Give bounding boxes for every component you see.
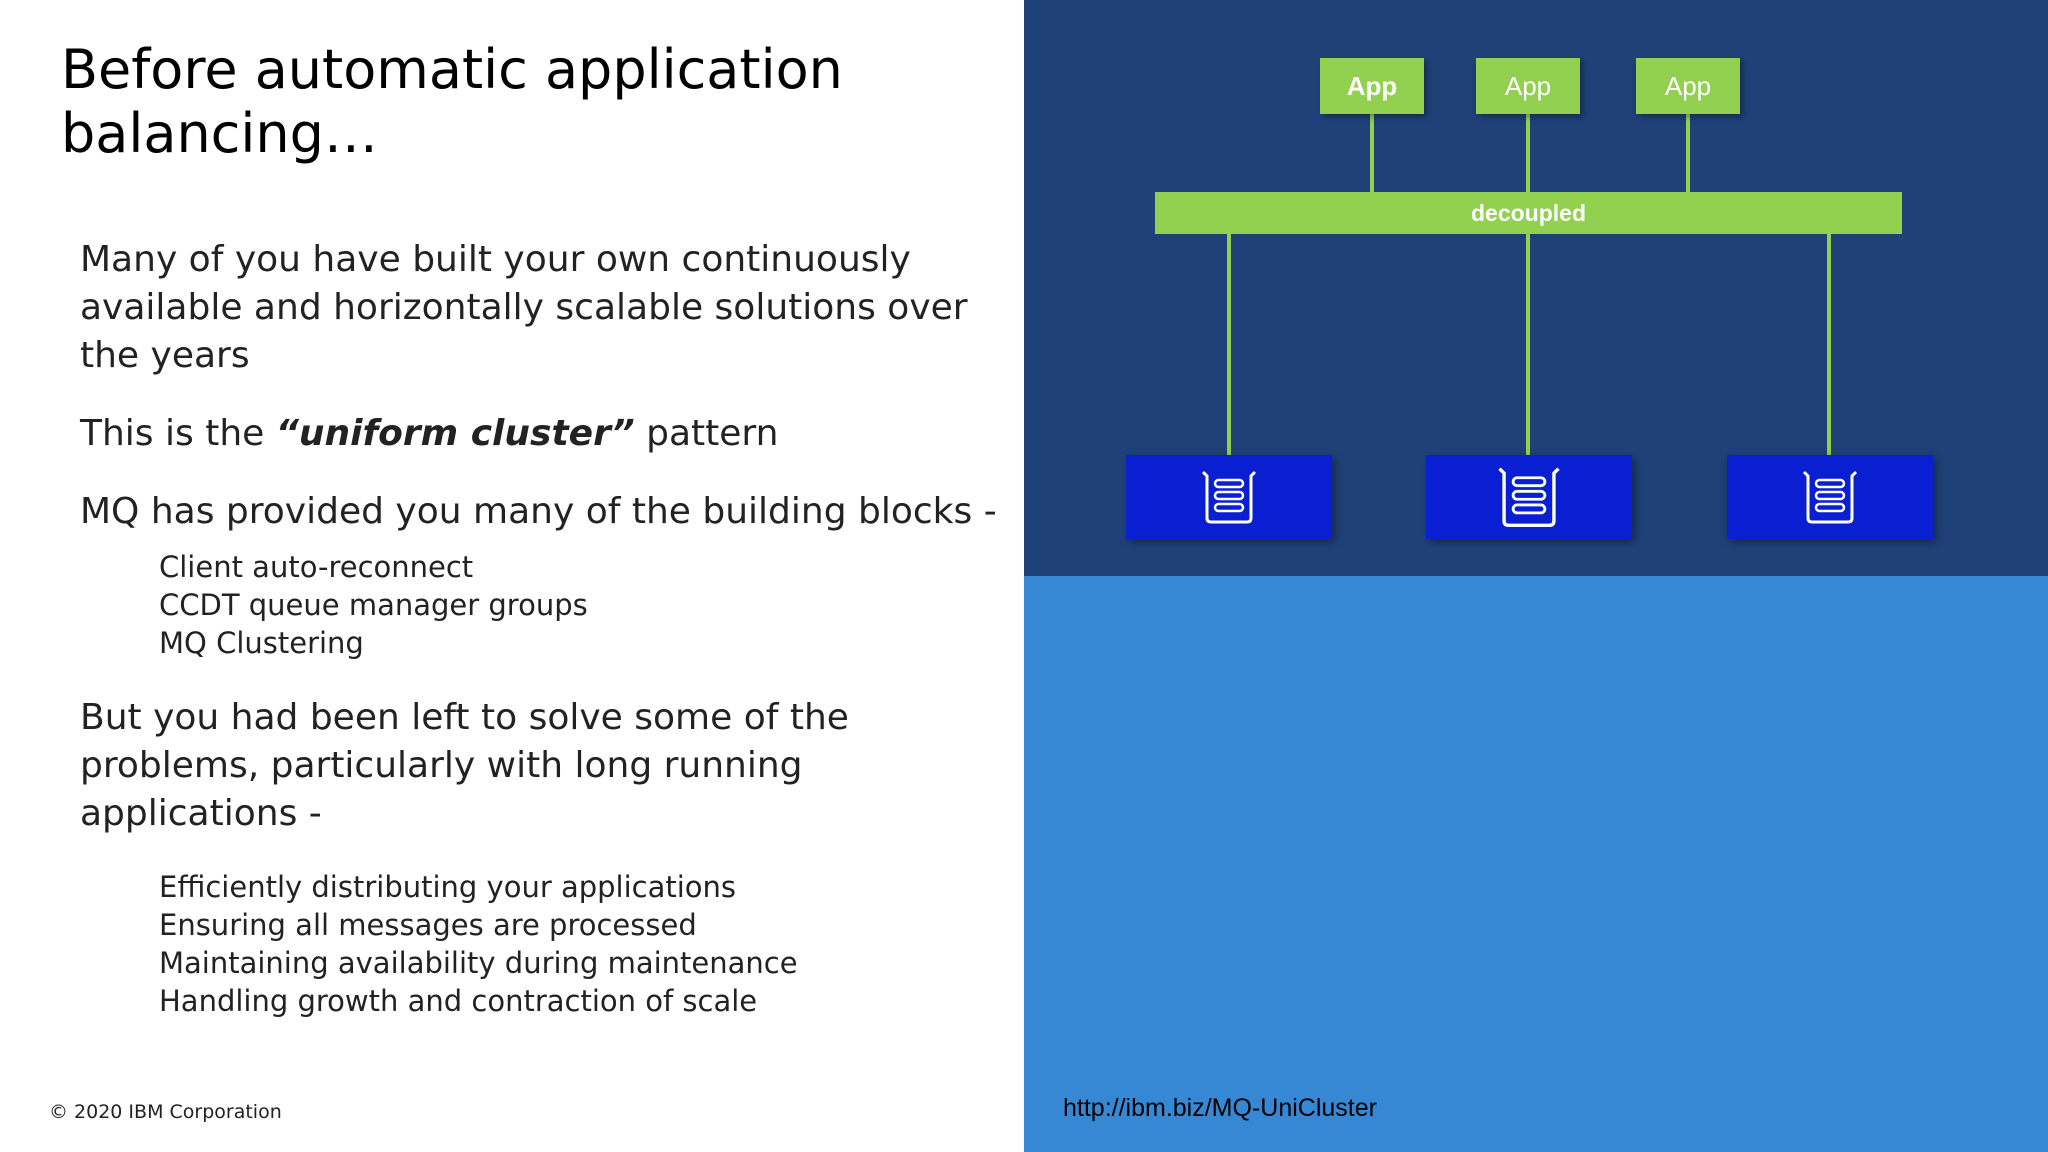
- paragraph-2: This is the “uniform cluster” pattern: [80, 410, 1000, 458]
- slide-body: Many of you have built your own continuo…: [80, 236, 1000, 1052]
- building-blocks-list: Client auto-reconnect CCDT queue manager…: [159, 548, 1000, 662]
- slide-title: Before automatic application balancing…: [61, 38, 843, 165]
- app-box-2: App: [1476, 58, 1580, 114]
- problems-list: Efficiently distributing your applicatio…: [159, 868, 1000, 1020]
- slide-text-panel: Before automatic application balancing… …: [49, 38, 1000, 1123]
- queue-manager-icon: [1802, 470, 1858, 524]
- qm-connector-3: [1827, 232, 1831, 456]
- decoupled-bar: decoupled: [1155, 192, 1902, 234]
- paragraph-3: MQ has provided you many of the building…: [80, 491, 997, 532]
- app-box-1: App: [1320, 58, 1424, 114]
- qm-connector-2: [1526, 232, 1530, 456]
- list-item: CCDT queue manager groups: [159, 588, 588, 622]
- qm-connector-1: [1227, 232, 1231, 456]
- list-item: Handling growth and contraction of scale: [159, 984, 758, 1018]
- list-item: Ensuring all messages are processed: [159, 908, 697, 942]
- list-item: Efficiently distributing your applicatio…: [159, 870, 737, 904]
- queue-manager-3: [1727, 455, 1933, 539]
- app-connector-1: [1370, 114, 1374, 194]
- uniform-cluster-emphasis: “uniform cluster”: [275, 413, 635, 454]
- queue-manager-2: [1426, 455, 1632, 539]
- list-item: Client auto-reconnect: [159, 550, 474, 584]
- diagram-bottom-panel: [1024, 576, 2048, 1152]
- reference-link[interactable]: http://ibm.biz/MQ-UniCluster: [1063, 1094, 1377, 1122]
- list-item: Maintaining availability during maintena…: [159, 946, 798, 980]
- paragraph-2-suffix: pattern: [634, 413, 779, 454]
- queue-manager-icon: [1498, 467, 1560, 528]
- paragraph-1: Many of you have built your own continuo…: [80, 239, 968, 376]
- queue-manager-1: [1126, 455, 1332, 539]
- app-connector-3: [1686, 114, 1690, 194]
- paragraph-2-prefix: This is the: [80, 413, 276, 454]
- copyright-footer: © 2020 IBM Corporation: [49, 1101, 282, 1123]
- list-item: MQ Clustering: [159, 626, 364, 660]
- paragraph-4: But you had been left to solve some of t…: [80, 697, 849, 834]
- queue-manager-icon: [1201, 470, 1257, 524]
- app-connector-2: [1526, 114, 1530, 194]
- app-box-3: App: [1636, 58, 1740, 114]
